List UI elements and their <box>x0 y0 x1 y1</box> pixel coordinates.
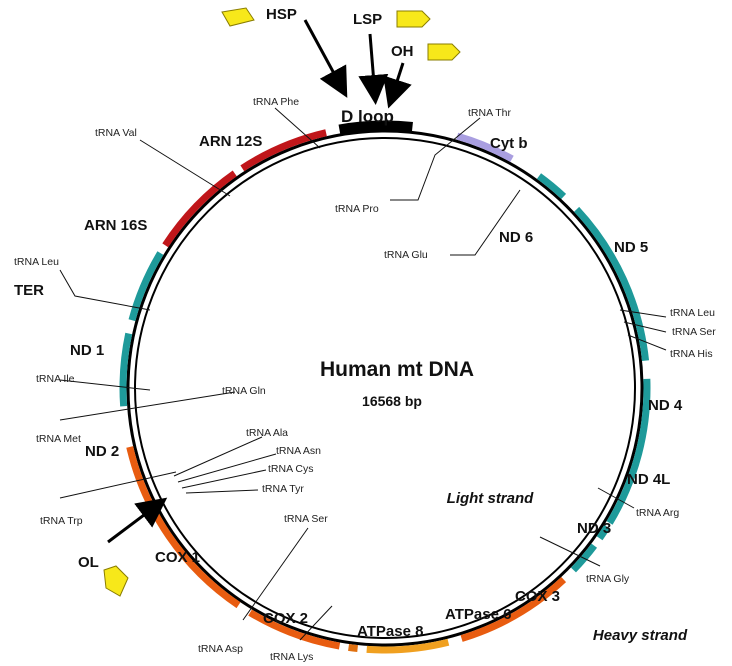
oh-label: OH <box>391 43 414 60</box>
trna-label: tRNA Pro <box>335 203 379 215</box>
gene-arc-d-loop <box>338 120 413 136</box>
gene-label-nd5: ND 5 <box>614 239 648 256</box>
trna-label: tRNA Asn <box>276 445 321 457</box>
trna-label: tRNA Ile <box>36 373 75 385</box>
gene-arc-cox-2 <box>248 609 341 650</box>
gene-label-nd1: ND 1 <box>70 342 104 359</box>
oh-arrow <box>383 62 412 109</box>
gene-label-atpase6: ATPase 6 <box>445 606 511 623</box>
outer-ring <box>126 129 644 647</box>
gene-label-arn16s: ARN 16S <box>84 217 147 234</box>
gene-label-dloop: D loop <box>341 107 394 126</box>
trna-label: tRNA Ala <box>246 427 288 439</box>
ol-arrow <box>107 497 168 544</box>
gene-arc-arn-12s <box>240 129 327 172</box>
trna-label: tRNA Phe <box>253 96 299 108</box>
gene-label-cytb: Cyt b <box>490 135 528 152</box>
diagram-title: Human mt DNA <box>320 358 474 381</box>
gene-label-nd4l: ND 4L <box>627 471 670 488</box>
trna-label: tRNA Gln <box>222 385 266 397</box>
trna-label: tRNA Ser <box>672 326 716 338</box>
trna-label: tRNA Thr <box>468 107 511 119</box>
hsp-label: HSP <box>266 6 297 23</box>
gene-arc-nd-1 <box>128 251 164 322</box>
gene-arc-atpase-8 <box>348 643 358 653</box>
trna-label: tRNA His <box>670 348 713 360</box>
diagram-subtitle: 16568 bp <box>362 393 422 409</box>
gene-arc-atpase-6 <box>366 638 450 654</box>
gene-arc-nd-2 <box>119 332 133 407</box>
gene-label-ter: TER <box>14 282 44 299</box>
gene-arc-cox-1 <box>126 446 241 609</box>
trna-label: tRNA Gly <box>586 573 630 585</box>
heavy-strand-label: Heavy strand <box>593 627 688 644</box>
gene-label-cox3: COX 3 <box>515 588 560 605</box>
trna-label: tRNA Trp <box>40 515 83 527</box>
trna-label: tRNA Cys <box>268 463 314 475</box>
gene-arc-cyt-b <box>456 132 514 162</box>
gene-label-arn12s: ARN 12S <box>199 133 262 150</box>
gene-label-nd2: ND 2 <box>85 443 119 460</box>
gene-arc-cox-3 <box>460 577 567 642</box>
trna-label: tRNA Ser <box>284 513 328 525</box>
gene-arc-nd-4l <box>596 524 611 541</box>
inner-ring <box>134 137 636 639</box>
trna-label: tRNA Met <box>36 433 81 445</box>
gene-label-cox2: COX 2 <box>263 610 308 627</box>
trna-label: tRNA Leu <box>14 256 59 268</box>
gene-label-nd4: ND 4 <box>648 397 683 414</box>
lsp-marker-icon <box>396 10 431 28</box>
trna-label: tRNA Val <box>95 127 137 139</box>
lsp-arrow <box>358 33 389 105</box>
trna-label: tRNA Asp <box>198 643 243 655</box>
gene-label-atpase8: ATPase 8 <box>357 623 423 640</box>
gene-label-nd6: ND 6 <box>499 229 533 246</box>
trna-label: tRNA Tyr <box>262 483 304 495</box>
gene-label-nd3: ND 3 <box>577 520 611 537</box>
ol-label: OL <box>78 554 99 571</box>
lsp-label: LSP <box>353 11 382 28</box>
hsp-arrow <box>303 19 348 98</box>
ol-marker-icon <box>103 565 129 597</box>
trna-label: tRNA Lys <box>270 651 313 663</box>
gene-label-cox1: COX 1 <box>155 549 200 566</box>
trna-label: tRNA Glu <box>384 249 428 261</box>
oh-marker-icon <box>427 43 461 61</box>
gene-arc-nd-6 <box>536 173 567 199</box>
gene-arc-nd-4 <box>606 378 651 525</box>
light-strand-label: Light strand <box>447 490 534 507</box>
hsp-marker-icon <box>221 7 255 27</box>
gene-arc-arn-16s <box>162 170 237 248</box>
trna-label: tRNA Arg <box>636 507 679 519</box>
trna-label: tRNA Leu <box>670 307 715 319</box>
